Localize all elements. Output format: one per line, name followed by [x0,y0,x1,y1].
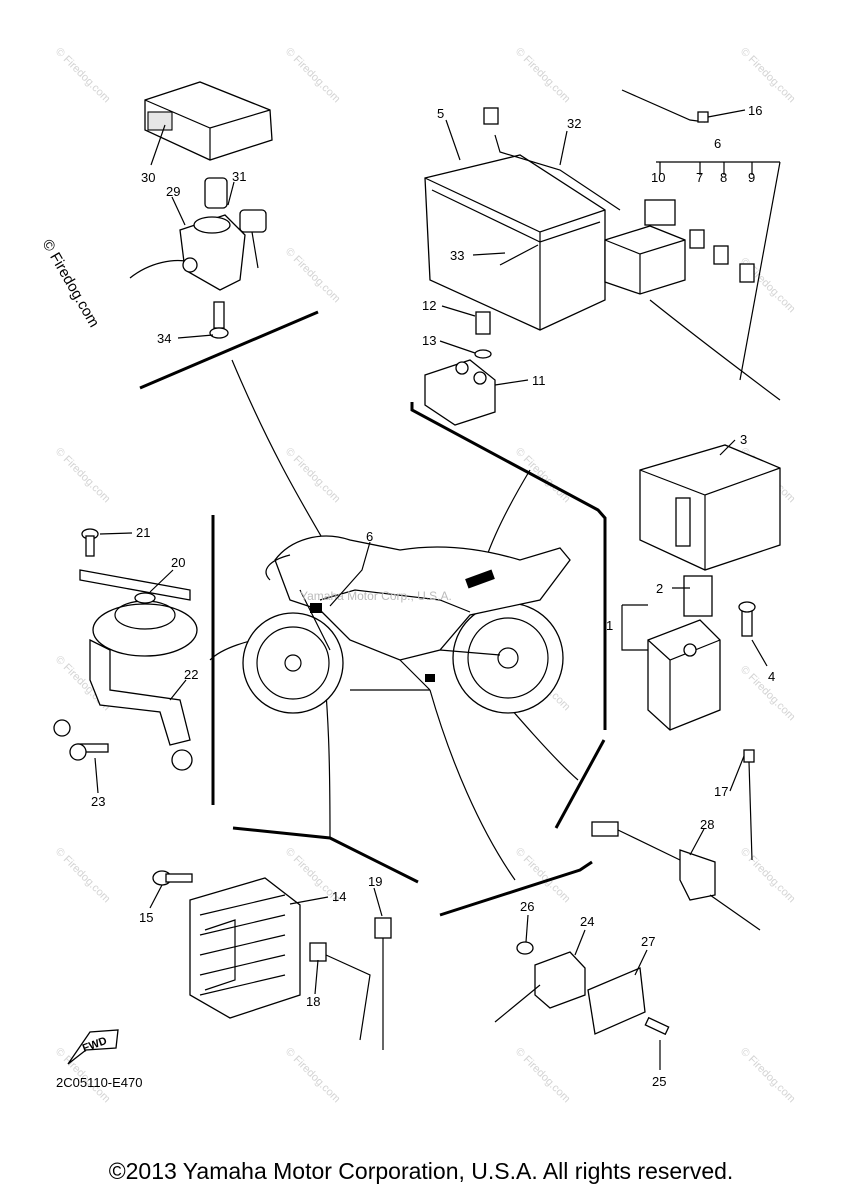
part-number-1: 1 [606,618,613,633]
part-number-19: 19 [368,874,382,889]
watermark-tile: © Firedog.com [283,1046,343,1106]
watermark-tile: © Firedog.com [53,446,113,506]
watermark-tile: © Firedog.com [53,46,113,106]
rectifier-regulator [189,877,301,1019]
sensor-28 [591,821,761,931]
part-number-9: 9 [748,170,755,185]
fuses [644,199,755,283]
part-number-10: 10 [651,170,665,185]
screw-25 [644,1016,670,1036]
copyright-notice: ©2013 Yamaha Motor Corporation, U.S.A. A… [108,1158,734,1184]
part-number-12: 12 [422,298,436,313]
center-watermark: Yamaha Motor Corp., U.S.A. [300,589,452,603]
main-switch [129,177,267,291]
relay-cover-3 [639,444,781,571]
bolt-23 [69,743,109,761]
part-number-33: 33 [450,248,464,263]
battery [424,134,621,331]
part-number-6-bike: 6 [366,529,373,544]
part-number-31: 31 [232,169,246,184]
fwd-label: FWD [81,1035,109,1055]
part-number-21: 21 [136,525,150,540]
part-number-25: 25 [652,1074,666,1089]
part-number-28: 28 [700,817,714,832]
band-17 [743,749,755,861]
watermark-tile: © Firedog.com [738,1046,798,1106]
band-19 [374,917,392,1050]
callout-lines [94,109,781,1070]
part-number-20: 20 [171,555,185,570]
horn [79,569,198,657]
wire-lead-16 [621,89,709,123]
part-number-3: 3 [740,432,747,447]
fwd-arrow-icon: FWD [67,1029,119,1065]
watermark-tile: © Firedog.com [53,846,113,906]
part-number-5: 5 [437,106,444,121]
watermark-tile: © Firedog.com [283,246,343,306]
watermark-tile: © Firedog.com [283,46,343,106]
starter-relay-1 [647,575,721,731]
group-frames [139,310,607,917]
part-number-14: 14 [332,889,346,904]
part-number-27: 27 [641,934,655,949]
part-number-7: 7 [696,170,703,185]
horn-bracket [53,638,193,771]
watermark-tile: © Firedog.com [513,446,573,506]
part-number-26: 26 [520,899,534,914]
watermark-tile: © Firedog.com [513,46,573,106]
part-number-18: 18 [306,994,320,1009]
part-number-16: 16 [748,103,762,118]
starter-relay-11 [424,359,496,426]
bolt-12-13 [474,311,492,359]
part-numbers: 30 29 31 34 5 32 33 12 13 11 16 6 10 7 8… [91,103,775,1089]
part-number-6: 6 [714,136,721,151]
part-number-11: 11 [532,373,546,388]
screw-34 [209,301,229,339]
part-number-32: 32 [567,116,581,131]
part-number-24: 24 [580,914,594,929]
bolt-21 [81,528,99,557]
screw-4 [738,601,756,637]
fuse-box [604,225,781,401]
battery-terminal-lead [483,107,499,125]
part-number-15: 15 [139,910,153,925]
clamp-18 [309,942,371,1041]
bolt-15 [152,870,193,886]
watermark-tile: © Firedog.com [283,446,343,506]
part-number-22: 22 [184,667,198,682]
part-number-4: 4 [768,669,775,684]
part-number-34: 34 [157,331,171,346]
part-number-2: 2 [656,581,663,596]
part-number-13: 13 [422,333,436,348]
diagram-code: 2C05110-E470 [56,1075,143,1090]
part-number-23: 23 [91,794,105,809]
part-number-8: 8 [720,170,727,185]
part-number-30: 30 [141,170,155,185]
firedog-watermark: © Firedog.com [39,237,103,331]
motorcycle-illustration: Yamaha Motor Corp., U.S.A. [242,535,571,714]
part-number-29: 29 [166,184,180,199]
part-number-17: 17 [714,784,728,799]
sensor-24 [494,941,646,1035]
watermark-tile: © Firedog.com [738,46,798,106]
watermark-tile: © Firedog.com [738,846,798,906]
ecu-unit [144,81,273,161]
watermark-tile: © Firedog.com [513,1046,573,1106]
